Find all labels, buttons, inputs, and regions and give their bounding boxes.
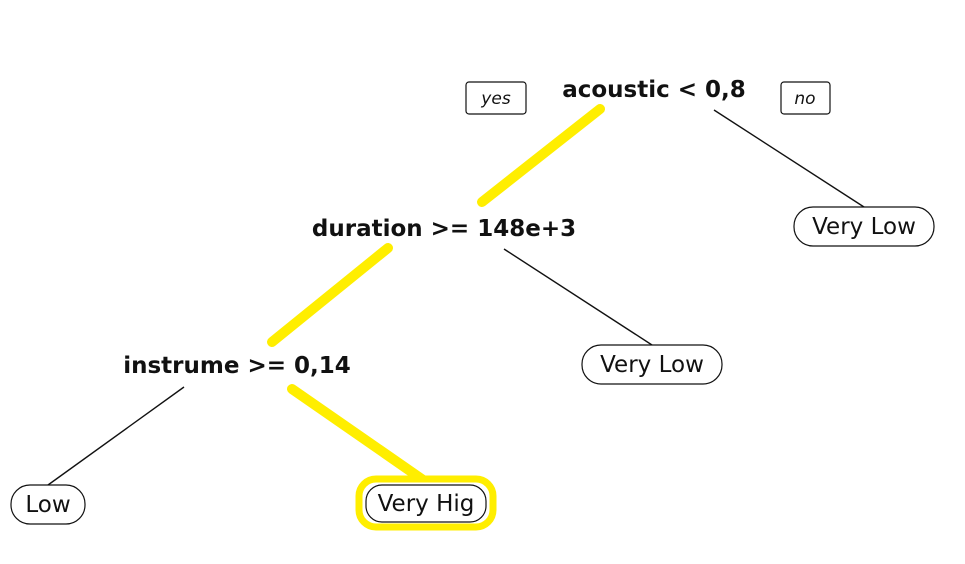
leaf-label: Very Low bbox=[812, 214, 916, 240]
edge-instrume-to-low bbox=[47, 386, 185, 486]
highlight-edge-duration-to-instrume bbox=[267, 243, 393, 347]
leaf-node-low: Low bbox=[10, 484, 86, 525]
edge-root-to-very-low bbox=[713, 109, 865, 208]
leaf-label: Low bbox=[25, 492, 70, 518]
branch-label-yes-text: yes bbox=[480, 89, 511, 109]
leaf-node-very-high: Very Hig bbox=[355, 475, 497, 531]
leaf-node-very-low-root: Very Low bbox=[793, 206, 935, 247]
leaf-label: Very Hig bbox=[378, 491, 475, 517]
split-node-acoustic: acoustic < 0,8 bbox=[562, 77, 746, 103]
highlight-edge-instrume-to-very-high bbox=[287, 384, 431, 487]
split-node-instrume: instrume >= 0,14 bbox=[123, 353, 351, 379]
highlight-path bbox=[267, 104, 605, 487]
split-node-duration: duration >= 148e+3 bbox=[312, 216, 576, 242]
branch-label-no-text: no bbox=[794, 89, 815, 109]
branch-label-no: no bbox=[780, 81, 831, 115]
leaf-node-very-low-duration: Very Low bbox=[581, 344, 723, 385]
branch-label-yes: yes bbox=[465, 81, 527, 115]
leaf-label: Very Low bbox=[600, 352, 704, 378]
edge-duration-to-very-low bbox=[503, 248, 653, 346]
highlight-edge-root-to-duration bbox=[477, 104, 605, 207]
